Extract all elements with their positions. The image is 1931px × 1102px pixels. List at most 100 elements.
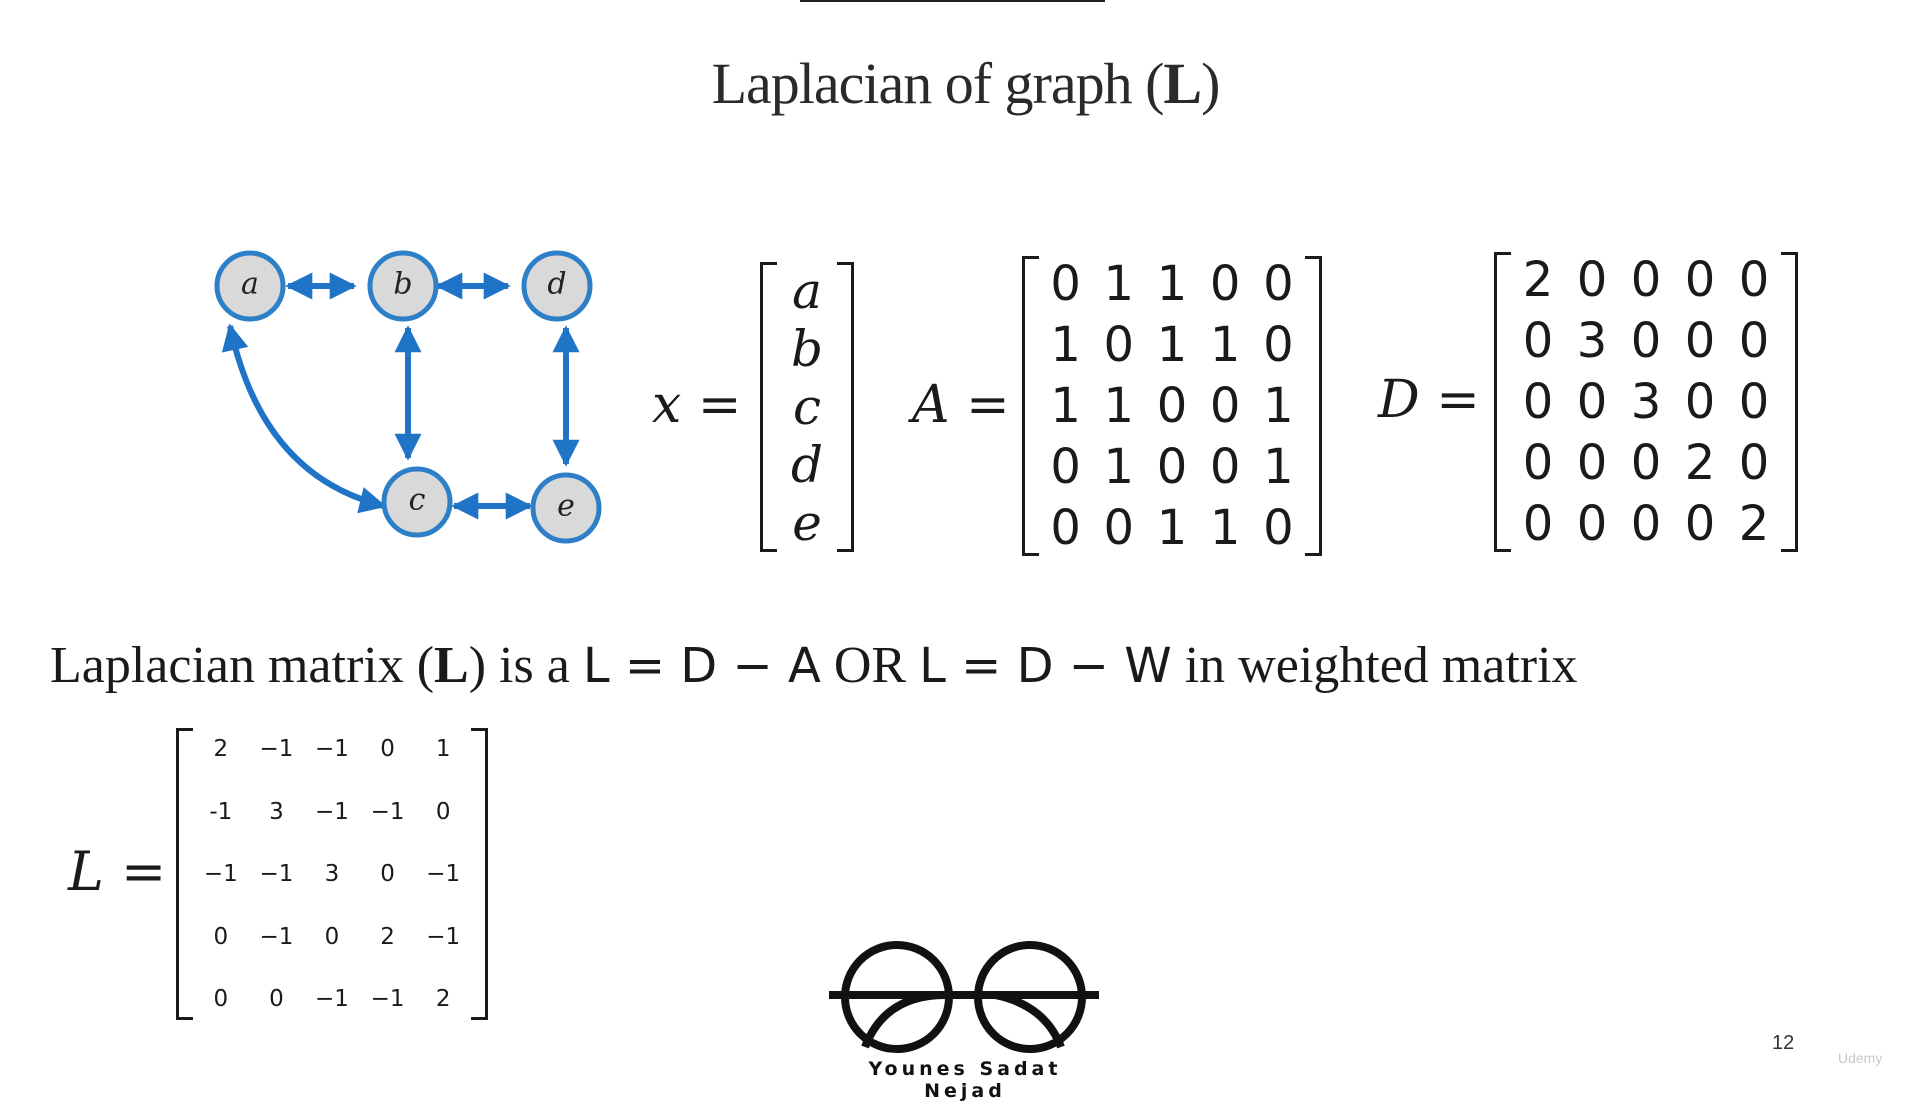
laplacian-cell-1-0: -1 bbox=[209, 798, 233, 825]
adjacency-cell-3-4: 1 bbox=[1263, 439, 1294, 495]
laplacian-cell-3-3: 2 bbox=[380, 923, 395, 950]
degree-cell-0-2: 0 bbox=[1630, 252, 1662, 308]
degree-cell-1-0: 0 bbox=[1522, 313, 1554, 369]
adjacency-cell-3-0: 0 bbox=[1050, 439, 1081, 495]
degree-cell-4-0: 0 bbox=[1522, 496, 1554, 552]
degree-cell-1-4: 0 bbox=[1738, 313, 1770, 369]
adjacency-cell-2-0: 1 bbox=[1050, 378, 1081, 434]
laplacian-cell-2-3: 0 bbox=[380, 861, 395, 887]
right-bracket bbox=[1781, 252, 1798, 552]
adjacency-cell-4-3: 1 bbox=[1209, 500, 1241, 556]
udemy-watermark: Udemy bbox=[1838, 1050, 1883, 1066]
slide-title: Laplacian of graph (L) bbox=[711, 51, 1221, 116]
adjacency-cell-0-1: 1 bbox=[1103, 256, 1135, 312]
adjacency-cell-2-1: 1 bbox=[1103, 378, 1135, 434]
laplacian-cell-2-0: −1 bbox=[203, 861, 238, 887]
degree-cell-3-1: 0 bbox=[1576, 435, 1608, 491]
node-d-label: d bbox=[547, 267, 566, 302]
left-bracket bbox=[1494, 252, 1511, 552]
node-c-label: c bbox=[409, 483, 426, 518]
laplacian-cell-1-1: 3 bbox=[269, 798, 284, 825]
laplacian-cell-4-4: 2 bbox=[435, 986, 451, 1012]
adjacency-cell-2-4: 1 bbox=[1263, 378, 1294, 434]
adjacency-cell-2-3: 0 bbox=[1209, 378, 1241, 434]
adjacency-lhs: A = bbox=[912, 375, 1010, 435]
edge-a-c bbox=[221, 323, 387, 514]
laplacian-cell-2-4: −1 bbox=[426, 861, 461, 887]
adjacency-cell-1-2: 1 bbox=[1156, 317, 1188, 373]
laplacian-cell-3-2: 0 bbox=[324, 923, 340, 950]
page-number: 12 bbox=[1772, 1032, 1795, 1054]
laplacian-lhs: L = bbox=[68, 840, 167, 903]
laplacian-cell-1-3: −1 bbox=[370, 798, 405, 825]
vector-entry-4: e bbox=[792, 494, 822, 552]
laplacian-cell-0-1: −1 bbox=[259, 736, 294, 762]
degree-cell-0-4: 0 bbox=[1738, 252, 1770, 308]
degree-cell-2-4: 0 bbox=[1738, 374, 1770, 430]
degree-cell-2-1: 0 bbox=[1576, 374, 1608, 430]
laplacian-cell-3-0: 0 bbox=[213, 923, 229, 950]
laplacian-cell-4-3: −1 bbox=[370, 986, 405, 1012]
degree-cell-4-1: 0 bbox=[1576, 496, 1608, 552]
degree-cell-4-4: 2 bbox=[1738, 496, 1770, 552]
degree-cell-0-0: 2 bbox=[1522, 252, 1554, 308]
degree-cell-2-2: 3 bbox=[1630, 374, 1662, 430]
laplacian-cell-4-2: −1 bbox=[315, 986, 349, 1012]
degree-cell-3-0: 0 bbox=[1522, 435, 1554, 491]
glasses-logo bbox=[829, 941, 1099, 1053]
vector-lhs: x = bbox=[652, 375, 742, 435]
laplacian-cell-3-1: −1 bbox=[259, 923, 294, 950]
degree-lhs: D = bbox=[1378, 370, 1480, 430]
adjacency-cell-1-1: 0 bbox=[1103, 317, 1135, 373]
laplacian-cell-0-0: 2 bbox=[213, 736, 229, 762]
node-e-label: e bbox=[557, 489, 575, 524]
adjacency-cell-1-0: 1 bbox=[1050, 317, 1081, 373]
right-bracket bbox=[837, 262, 854, 552]
degree-cell-3-2: 0 bbox=[1630, 435, 1662, 491]
adjacency-cell-4-4: 0 bbox=[1263, 500, 1294, 556]
degree-cell-1-3: 0 bbox=[1684, 313, 1716, 369]
node-e-circle bbox=[530, 472, 602, 544]
laplacian-cell-0-2: −1 bbox=[315, 736, 349, 762]
laplacian-cell-4-1: 0 bbox=[269, 986, 284, 1012]
degree-cell-1-1: 3 bbox=[1576, 313, 1608, 369]
adjacency-cell-1-4: 0 bbox=[1263, 317, 1294, 373]
laplacian-cell-2-2: 3 bbox=[324, 861, 340, 887]
node-a-circle bbox=[214, 250, 286, 322]
vector-entry-3: d bbox=[790, 436, 823, 494]
adjacency-cell-2-2: 0 bbox=[1156, 378, 1188, 434]
graph-diagram: a b d c e bbox=[214, 250, 602, 544]
adjacency-cell-4-2: 1 bbox=[1156, 500, 1188, 556]
vector-entry-0: a bbox=[792, 262, 822, 320]
left-bracket bbox=[176, 728, 193, 1020]
adjacency-cell-0-4: 0 bbox=[1263, 256, 1294, 312]
degree-cell-4-2: 0 bbox=[1630, 496, 1662, 552]
laplacian-cell-2-1: −1 bbox=[259, 861, 294, 887]
laplacian-cell-4-0: 0 bbox=[213, 986, 229, 1012]
laplacian-cell-0-4: 1 bbox=[435, 736, 451, 762]
left-bracket bbox=[1022, 256, 1039, 556]
node-d-circle bbox=[521, 250, 593, 322]
degree-cell-1-2: 0 bbox=[1630, 313, 1662, 369]
degree-cell-0-1: 0 bbox=[1576, 252, 1608, 308]
adjacency-cell-0-2: 1 bbox=[1156, 256, 1188, 312]
degree-cell-2-3: 0 bbox=[1684, 374, 1716, 430]
laplacian-cell-0-3: 0 bbox=[380, 736, 395, 762]
adjacency-cell-1-3: 1 bbox=[1209, 317, 1241, 373]
vector-entry-1: b bbox=[790, 320, 823, 378]
left-bracket bbox=[760, 262, 777, 552]
right-bracket bbox=[471, 728, 488, 1020]
node-c-circle bbox=[381, 466, 453, 538]
right-bracket bbox=[1305, 256, 1322, 556]
definition-sentence: Laplacian matrix (L) is a L = D − A OR L… bbox=[50, 637, 1578, 694]
node-b-circle bbox=[367, 250, 439, 322]
node-b-label: b bbox=[393, 267, 412, 302]
node-a-label: a bbox=[241, 267, 259, 302]
adjacency-cell-3-3: 0 bbox=[1209, 439, 1241, 495]
degree-cell-3-4: 0 bbox=[1738, 435, 1770, 491]
vector-entry-2: c bbox=[792, 378, 821, 436]
degree-cell-4-3: 0 bbox=[1684, 496, 1716, 552]
